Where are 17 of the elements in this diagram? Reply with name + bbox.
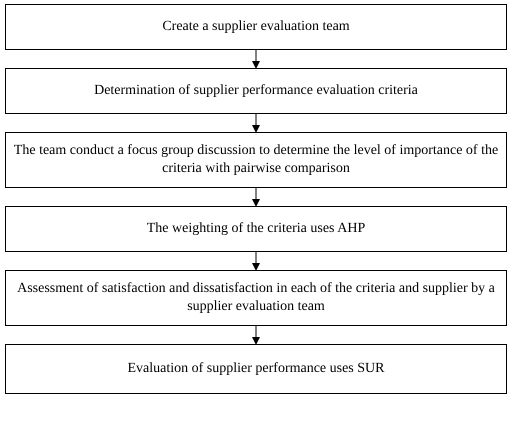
step-text: The team conduct a focus group discussion to determine the level of importance of the criteria with pairwise comparison	[12, 142, 500, 178]
step-text: The weighting of the criteria uses AHP	[146, 220, 366, 238]
arrow	[252, 50, 260, 69]
step-text: Assessment of satisfaction and dissatisfaction in each of the criteria and supplier by a supplier evaluation team	[16, 280, 496, 316]
process-box	[5, 68, 507, 114]
arrow	[252, 326, 260, 345]
process-box	[5, 4, 507, 50]
step-text: Evaluation of supplier performance uses SUR	[128, 360, 384, 378]
process-box	[5, 132, 507, 188]
step-text: Determination of supplier performance evaluation criteria	[94, 82, 418, 100]
arrow	[252, 252, 260, 271]
process-box	[5, 206, 507, 252]
process-box	[5, 344, 507, 394]
arrow	[252, 188, 260, 207]
step-text: Create a supplier evaluation team	[162, 18, 350, 36]
process-box	[5, 270, 507, 326]
arrow	[252, 114, 260, 133]
